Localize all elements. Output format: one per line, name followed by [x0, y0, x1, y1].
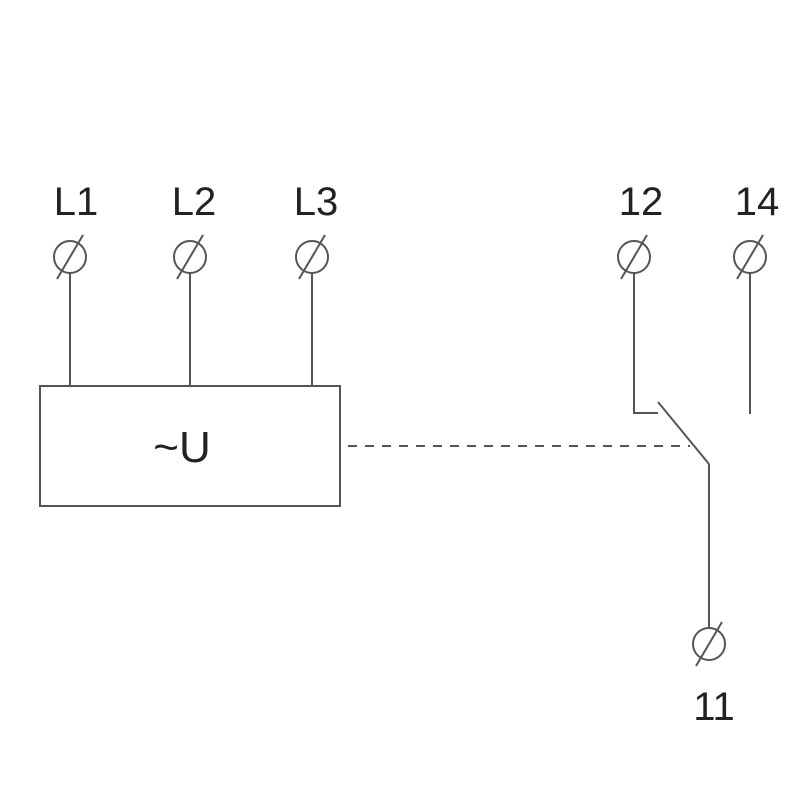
terminal-11-slash — [695, 621, 723, 667]
wire-12 — [633, 273, 658, 414]
terminal-14-label: 14 — [735, 180, 780, 224]
terminal-l3-label: L3 — [294, 180, 339, 224]
terminal-l2: L2 — [172, 180, 217, 386]
terminal-14: 14 — [733, 180, 780, 414]
terminal-l2-slash — [176, 234, 204, 280]
terminal-14-slash — [736, 234, 764, 280]
terminal-l2-label: L2 — [172, 180, 217, 224]
terminal-11-label: 11 — [693, 685, 735, 729]
terminal-l3-slash — [298, 234, 326, 280]
changeover-contact-blade — [657, 401, 710, 465]
terminal-12-label: 12 — [619, 180, 664, 224]
terminal-12: 12 — [617, 180, 664, 414]
terminal-12-slash — [620, 234, 648, 280]
terminal-l1: L1 — [53, 180, 99, 386]
supply-box-label: ~U — [153, 423, 210, 472]
terminal-l1-slash — [56, 234, 84, 280]
terminal-11: 11 — [692, 464, 735, 729]
terminal-l3: L3 — [294, 180, 339, 386]
terminal-l1-label: L1 — [54, 180, 99, 224]
supply-box: ~U — [39, 385, 341, 507]
supply-box-rect — [39, 385, 341, 507]
